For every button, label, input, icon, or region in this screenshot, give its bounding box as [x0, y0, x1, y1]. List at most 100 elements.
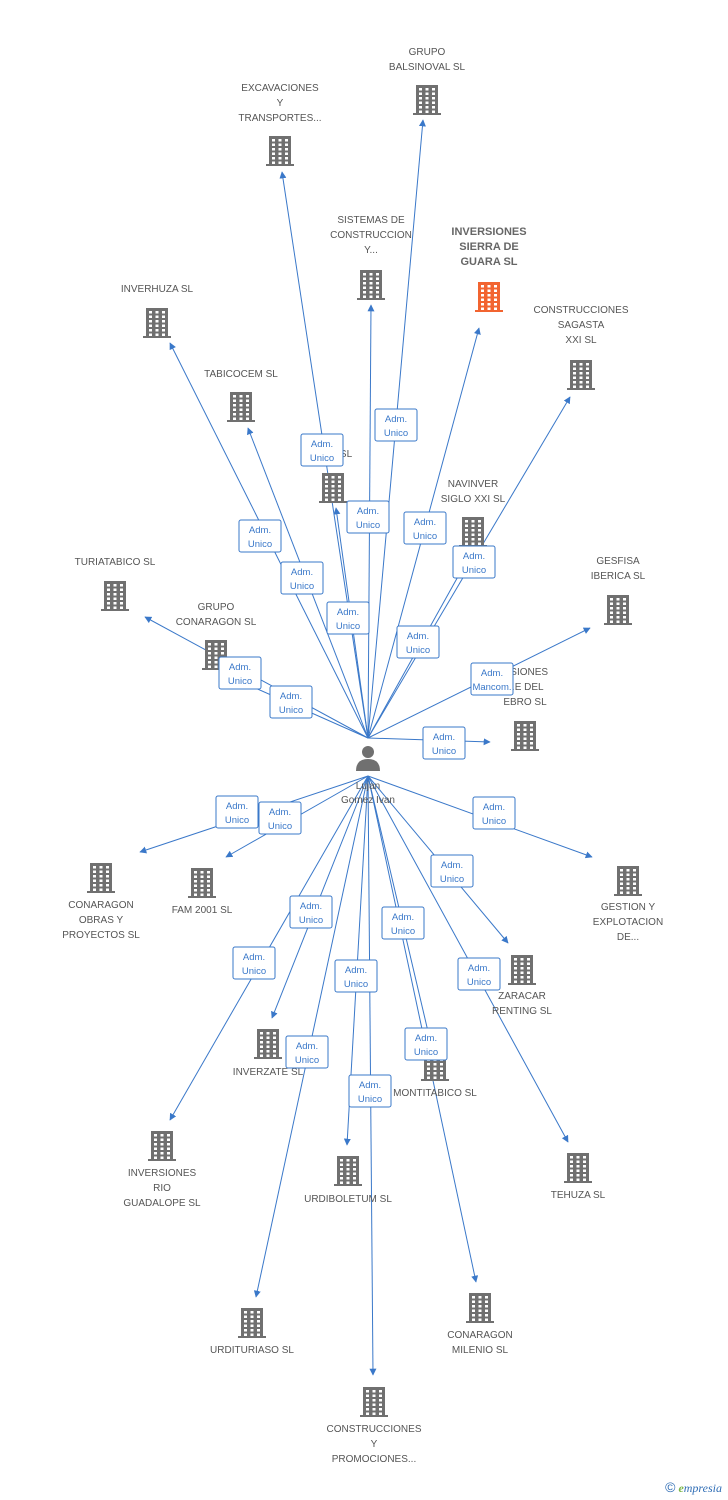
edge-label-inversiones-ebro[interactable]: Adm.Unico	[422, 726, 466, 760]
edge-label-tehuza[interactable]: Adm.Unico	[457, 957, 501, 991]
building-window	[363, 277, 366, 280]
company-node-urdituriaso[interactable]: URDITURIASO SL	[210, 1308, 294, 1356]
building-icon[interactable]	[475, 282, 503, 312]
building-window	[285, 143, 288, 146]
building-window	[570, 1178, 573, 1181]
building-icon[interactable]	[508, 955, 536, 985]
building-window	[120, 593, 123, 596]
company-node-construcciones-promociones[interactable]: CONSTRUCCIONESYPROMOCIONES...	[326, 1387, 422, 1465]
edge-label-conaragon-obras[interactable]: Adm.Unico	[215, 795, 259, 829]
edge-label-text: Unico	[279, 705, 303, 716]
edge-label-urdiboletum[interactable]: Adm.Unico	[334, 959, 378, 993]
edge-label-grupo-balsinoval[interactable]: Adm.Unico	[374, 408, 418, 442]
edge-label-text: Unico	[432, 746, 456, 757]
company-node-sistemas-construccion[interactable]: SISTEMAS DECONSTRUCCIONY...	[330, 215, 412, 300]
building-icon[interactable]	[360, 1387, 388, 1417]
building-icon[interactable]	[357, 270, 385, 300]
building-icon[interactable]	[238, 1308, 266, 1338]
company-node-turiatabico[interactable]: TURIATABICO SL	[75, 557, 156, 611]
edge-label-box	[472, 796, 516, 830]
company-node-gestion-explotacion[interactable]: GESTION YEXPLOTACIONDE...	[593, 866, 663, 943]
edge-label-inverhuza[interactable]: Adm.Unico	[238, 519, 282, 553]
building-icon[interactable]	[101, 581, 129, 611]
building-icon[interactable]	[227, 392, 255, 422]
building-window	[586, 376, 589, 379]
building-window	[239, 408, 243, 411]
edge-label-gestion-explotacion[interactable]: Adm.Unico	[472, 796, 516, 830]
building-window	[586, 385, 589, 388]
edge-label-inverzate[interactable]: Adm.Unico	[289, 895, 333, 929]
building-window	[214, 643, 218, 646]
company-node-urdiboletum[interactable]: URDIBOLETUM SL	[304, 1156, 392, 1205]
building-window	[285, 148, 288, 151]
building-icon[interactable]	[266, 136, 294, 166]
company-node-fam-2001[interactable]: FAM 2001 SL	[172, 868, 233, 916]
building-icon[interactable]	[143, 308, 171, 338]
building-window	[113, 602, 117, 605]
edge-label-u-sl[interactable]: Adm.Unico	[326, 601, 370, 635]
building-window	[154, 1143, 157, 1146]
edge-label-tabicocem[interactable]: Adm.Unico	[280, 561, 324, 595]
edge-label-fam-2001[interactable]: Adm.Unico	[258, 801, 302, 835]
building-icon[interactable]	[459, 517, 487, 547]
building-icon[interactable]	[466, 1293, 494, 1323]
building-icon[interactable]	[188, 868, 216, 898]
building-icon[interactable]	[254, 1029, 282, 1059]
building-icon[interactable]	[567, 360, 595, 390]
building-window	[472, 1296, 475, 1299]
building-icon[interactable]	[334, 1156, 362, 1186]
building-window	[207, 871, 210, 874]
building-window	[478, 1318, 482, 1321]
building-icon[interactable]	[413, 85, 441, 115]
building-icon[interactable]	[564, 1153, 592, 1183]
edge-label-zaracar[interactable]: Adm.Unico	[430, 854, 474, 888]
edge-label-grupo-conaragon[interactable]: Adm.Unico	[269, 685, 313, 719]
edge-label-conaragon-milenio[interactable]: Adm.Unico	[404, 1027, 448, 1061]
building-window	[260, 1032, 263, 1035]
edge-label-gesfisa[interactable]: Adm.Mancom.	[470, 662, 514, 696]
building-icon[interactable]	[604, 595, 632, 625]
edge-label-construcciones-promociones[interactable]: Adm.Unico	[348, 1074, 392, 1108]
building-icon[interactable]	[511, 721, 539, 751]
building-window	[233, 413, 236, 416]
building-window	[530, 742, 533, 745]
company-node-inverhuza[interactable]: INVERHUZA SL	[121, 284, 194, 338]
edge-label-urdituriaso[interactable]: Adm.Unico	[285, 1035, 329, 1069]
building-icon[interactable]	[87, 863, 115, 893]
edge-label-montitabico[interactable]: Adm.Unico	[381, 906, 425, 940]
edge-label-turiatabico[interactable]: Adm.Unico	[218, 656, 262, 690]
edge-label-construcciones-sagasta[interactable]: Adm.Unico	[452, 545, 496, 579]
edge-label-excavaciones[interactable]: Adm.Unico	[300, 433, 344, 467]
building-window	[626, 891, 630, 894]
edge-label-inversiones-sierra-guara[interactable]: Adm.Unico	[403, 511, 447, 545]
company-name: PROMOCIONES...	[332, 1454, 416, 1465]
building-window	[369, 273, 373, 276]
edge-label-inversiones-rio[interactable]: Adm.Unico	[232, 946, 276, 980]
building-icon[interactable]	[319, 473, 347, 503]
building-window	[257, 1333, 260, 1336]
building-window	[478, 542, 481, 545]
company-node-tehuza[interactable]: TEHUZA SL	[551, 1153, 606, 1201]
company-node-inverzate[interactable]: INVERZATE SL	[233, 1029, 304, 1078]
building-window	[200, 871, 204, 874]
building-icon[interactable]	[614, 866, 642, 896]
building-window	[120, 597, 123, 600]
building-icon[interactable]	[148, 1131, 176, 1161]
edge-label-text: Adm.	[311, 439, 333, 450]
edge-label-sistemas-construccion[interactable]: Adm.Unico	[346, 500, 390, 534]
company-node-excavaciones[interactable]: EXCAVACIONESYTRANSPORTES...	[238, 83, 322, 166]
company-node-tabicocem[interactable]: TABICOCEM SL	[204, 369, 278, 422]
edge-label-navinver[interactable]: Adm.Unico	[396, 625, 440, 659]
building-window	[366, 1403, 369, 1406]
